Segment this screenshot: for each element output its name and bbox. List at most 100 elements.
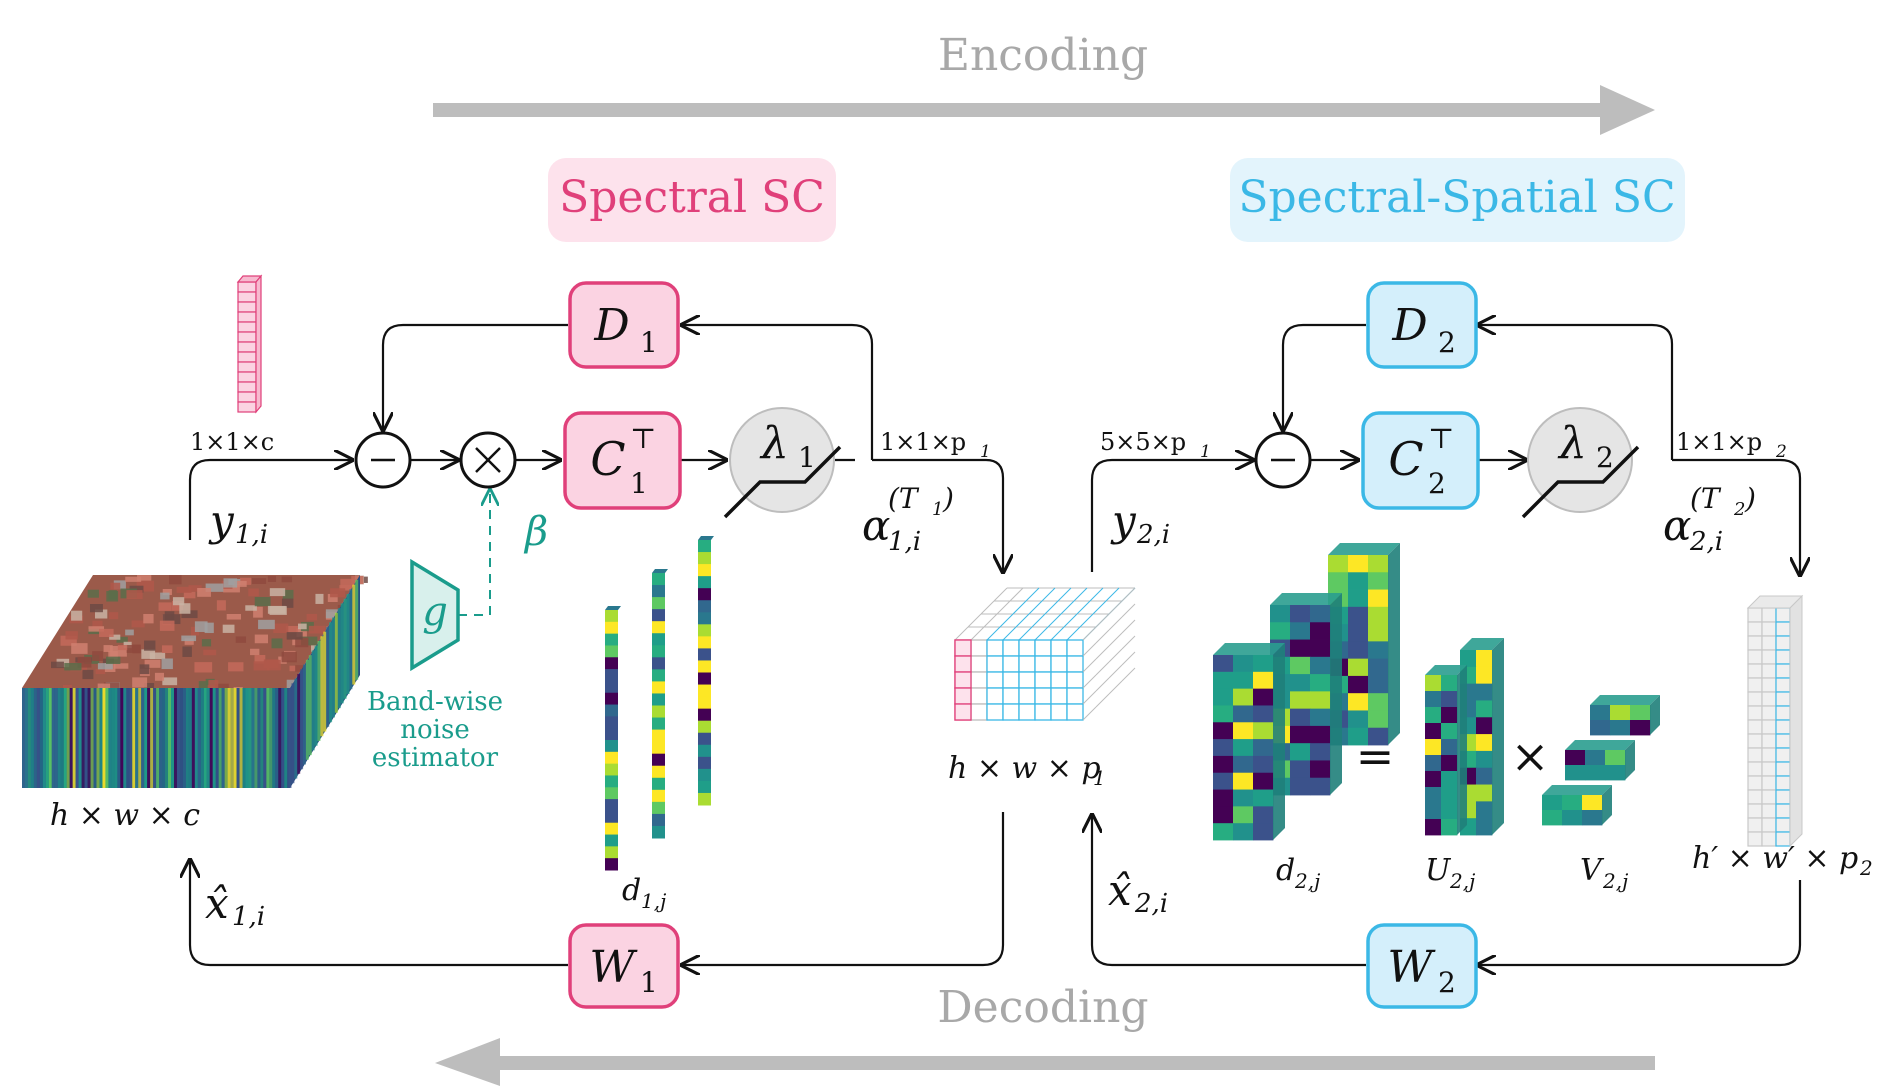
d2-atom <box>1233 655 1254 673</box>
cube-top-patch <box>204 622 214 634</box>
alpha1-shape-text: 1×1×p <box>880 428 966 456</box>
atom-cell <box>605 680 618 694</box>
mid-cube-cell <box>1018 639 1036 657</box>
mid-cube-cell <box>1018 703 1036 721</box>
label-xhat2: x̂ 2,i <box>1108 866 1168 919</box>
cube-top-patch <box>171 601 183 611</box>
cube-top-patch <box>51 661 64 669</box>
d2-atom <box>1233 772 1254 790</box>
cube-top-patch <box>281 598 294 608</box>
cube-top-patch <box>222 624 235 633</box>
atom-cell <box>698 744 711 758</box>
u2-atom <box>1476 683 1493 701</box>
atom-cell <box>698 708 711 722</box>
cube-top-patch <box>64 663 82 671</box>
cube-top-patch <box>143 613 154 624</box>
mid-cube-cell <box>1018 655 1036 673</box>
u2-atom <box>1476 784 1493 802</box>
cube-top-patch <box>188 585 202 592</box>
v2j-subscript: 2,j <box>1602 869 1628 893</box>
cube-front-band <box>30 688 34 788</box>
cube-front-band <box>165 688 169 788</box>
cube-front-band <box>284 688 288 788</box>
mid-cube-cell <box>1066 671 1084 689</box>
u2-atom <box>1425 675 1442 692</box>
cube-front-band <box>66 688 70 788</box>
cube-front-band <box>200 688 204 788</box>
cube-front-band <box>233 688 237 788</box>
mid-cube-cell <box>986 703 1004 721</box>
d2-atom <box>1368 572 1389 590</box>
d2-atom <box>1348 641 1369 660</box>
mid-shape-text: h × w × p <box>948 751 1101 786</box>
d2-atom <box>1310 605 1331 623</box>
d2-atom-top <box>1213 643 1285 655</box>
equals-sign: = <box>1356 729 1395 783</box>
cube-top-patch <box>281 651 297 663</box>
d2-atom <box>1290 674 1311 692</box>
cube-front-band <box>203 688 207 788</box>
cube-top-patch <box>253 606 263 618</box>
cube-top-patch <box>77 656 92 668</box>
d2-atom <box>1270 605 1291 623</box>
d2-atom <box>1233 671 1254 690</box>
cube-top-patch <box>271 638 283 649</box>
d2-atom <box>1253 755 1274 774</box>
cube-front-band <box>90 688 94 788</box>
label-d2j: d 2,j <box>1276 853 1320 893</box>
d2-atom <box>1253 655 1274 673</box>
d1-block: D 1 <box>568 281 680 369</box>
cube-top-patch <box>208 680 219 690</box>
mid-cube-depth <box>1009 587 1024 602</box>
v2-atom <box>1605 750 1626 766</box>
cube-top-patch <box>285 625 299 633</box>
mid-cube-cell <box>1002 639 1020 657</box>
mid-cube-pink-cell <box>954 703 972 721</box>
cube-top-patch <box>125 629 134 636</box>
d2-atom <box>1233 739 1254 757</box>
cube-top-patch <box>141 649 156 659</box>
cube-top-patch <box>267 575 277 582</box>
atom-cell <box>605 657 618 670</box>
cube-top-patch <box>132 677 148 688</box>
cube-front-band <box>254 688 258 788</box>
mid-cube-cell <box>1018 687 1036 705</box>
cube-top-patch <box>169 575 182 585</box>
u2-atom <box>1476 818 1493 836</box>
mid-cube-pink-cell <box>954 687 972 705</box>
atom-top <box>652 569 668 573</box>
out-column-cell <box>1747 817 1763 833</box>
u2-atom <box>1425 691 1442 708</box>
cube-front-band <box>263 688 267 788</box>
alpha2-superscript-end: ) <box>1744 482 1756 515</box>
d2-atom <box>1213 705 1234 723</box>
alpha1-superscript-end: ) <box>942 482 954 515</box>
d2-atom <box>1290 605 1311 623</box>
mid-cube-depth <box>1092 600 1107 615</box>
out-column-cell <box>1775 817 1791 833</box>
mid-cube-depth <box>1057 587 1072 602</box>
cube-front-band <box>194 688 198 788</box>
cube-top-patch <box>248 588 259 597</box>
mid-cube-depth <box>967 613 982 628</box>
mid-cube-depth <box>1073 587 1088 602</box>
cube-front-band <box>63 688 67 788</box>
decoding-label: Decoding <box>937 982 1148 1033</box>
mid-cube-depth <box>983 613 998 628</box>
d2-atom <box>1368 641 1389 660</box>
w1-subscript: 1 <box>640 966 658 999</box>
mid-cube-side <box>1108 648 1123 663</box>
atom-cell <box>698 696 711 710</box>
label-alpha1-shape: 1×1×p 1 <box>880 428 991 462</box>
cube-front-band <box>54 688 58 788</box>
mid-cube-side <box>1082 626 1097 641</box>
alpha2-subscript: 2,i <box>1689 527 1723 557</box>
atom-cell <box>605 669 618 682</box>
cube-top-patch <box>267 605 286 614</box>
mid-cube-depth <box>999 613 1014 628</box>
u2-atom <box>1476 666 1493 685</box>
d2-atom <box>1368 624 1389 642</box>
out-column-cell <box>1761 691 1777 707</box>
cube-top-patch <box>258 619 275 630</box>
cube-front-band <box>105 688 109 788</box>
